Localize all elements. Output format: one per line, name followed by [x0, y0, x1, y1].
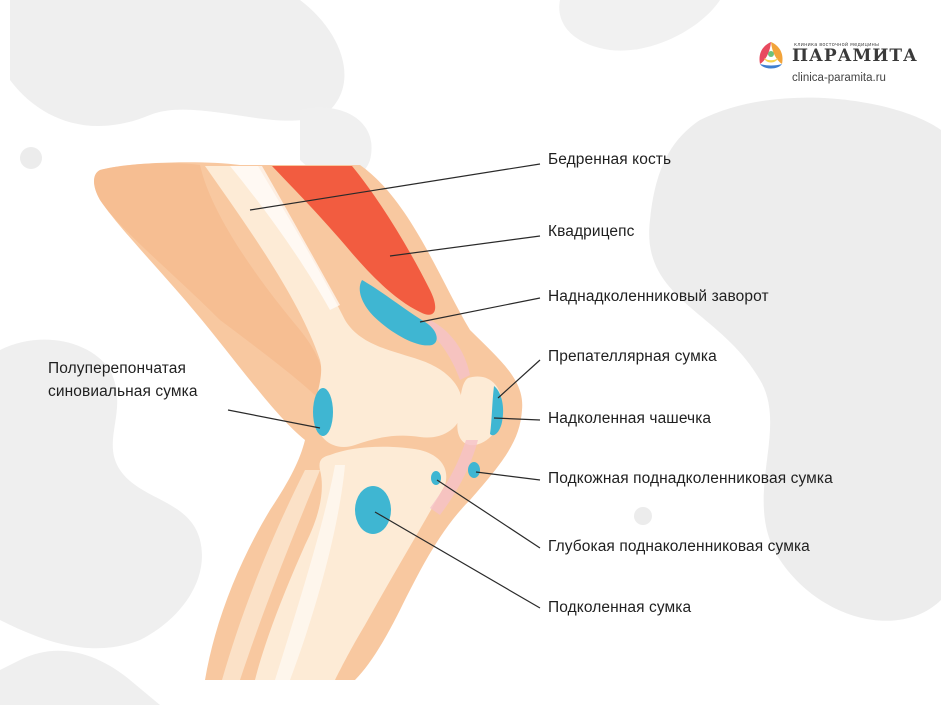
brand-logo[interactable]: клиника восточной медицины ПАРАМИТА clin… [752, 36, 922, 96]
brand-tagline: клиника восточной медицины [794, 42, 880, 48]
label-prepatellar: Препателлярная сумка [548, 348, 717, 365]
brand-url[interactable]: clinica-paramita.ru [792, 72, 886, 84]
tibia-bone [222, 446, 447, 680]
label-deep-infrapatellar: Глубокая поднаколенниковая сумка [548, 538, 810, 555]
label-subcutaneous-infrapatellar: Подкожная поднадколенниковая сумка [548, 470, 833, 487]
leader-lines [227, 163, 541, 609]
bursae [313, 280, 504, 534]
label-suprapatellar: Наднадколенниковый заворот [548, 288, 769, 305]
label-quadriceps: Квадрицепс [548, 223, 635, 240]
label-semimembranosus-line1: Полуперепончатая [48, 360, 186, 377]
label-femur: Бедренная кость [548, 151, 672, 168]
femur-bone [205, 166, 463, 448]
lotus-logo-icon [759, 42, 783, 69]
brand-name: ПАРАМИТА [792, 46, 918, 66]
label-semimembranosus-line2: синовиальная сумка [48, 383, 198, 400]
label-patella: Надколенная чашечка [548, 410, 712, 427]
quadriceps-muscle [272, 166, 436, 315]
label-popliteal: Подколенная сумка [548, 599, 692, 616]
